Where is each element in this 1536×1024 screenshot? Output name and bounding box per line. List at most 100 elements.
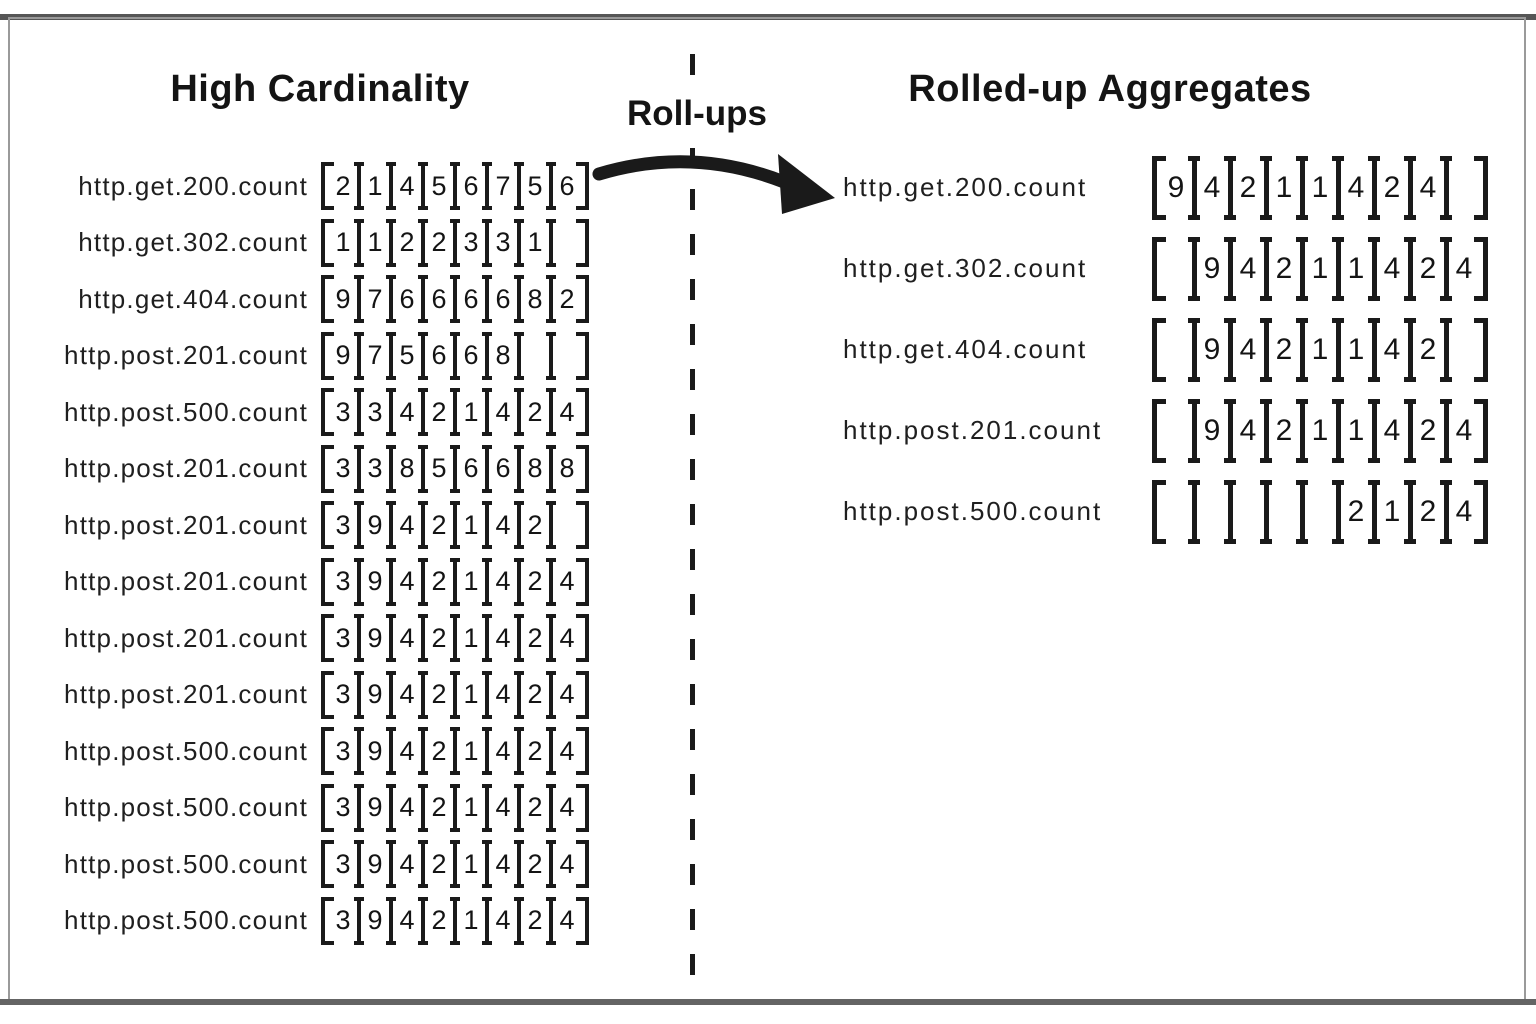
metric-label: http.get.404.count	[843, 334, 1088, 364]
tick-divider-icon	[384, 388, 398, 437]
tick-divider-icon	[448, 501, 462, 550]
timeseries-cell	[1202, 480, 1222, 544]
strip-bracket-left-icon	[321, 670, 334, 719]
timeseries-cell: 4	[495, 905, 511, 936]
tick-divider-icon	[1402, 236, 1418, 301]
strip-bracket-right-icon	[1474, 155, 1488, 220]
strip-bracket-right-icon	[576, 840, 589, 889]
timeseries-cell: 2	[431, 566, 447, 597]
timeseries-cell	[558, 332, 576, 380]
timeseries-cell: 4	[399, 735, 415, 766]
tick-divider-icon	[1222, 155, 1238, 220]
tick-divider-icon	[544, 614, 558, 663]
timeseries-cell: 1	[463, 396, 479, 427]
timeseries-cell: 2	[1419, 494, 1437, 528]
tick-divider-icon	[544, 783, 558, 832]
timeseries-cell: 6	[431, 283, 447, 314]
tick-divider-icon	[1402, 155, 1418, 220]
timeseries-cell: 4	[1347, 170, 1365, 204]
timeseries-cell: 2	[527, 509, 543, 540]
timeseries-cell: 2	[527, 735, 543, 766]
tick-divider-icon	[416, 218, 430, 267]
tick-divider-icon	[1438, 479, 1454, 544]
timeseries-cell	[1166, 318, 1186, 382]
timeseries-cell: 1	[367, 170, 383, 201]
timeseries-cell	[1166, 399, 1186, 463]
timeseries-cell: 2	[431, 735, 447, 766]
timeseries-cell: 3	[495, 227, 511, 258]
tick-divider-icon	[416, 444, 430, 493]
timeseries-cell: 1	[1311, 251, 1329, 285]
timeseries-cell: 2	[431, 622, 447, 653]
timeseries-cell: 5	[431, 170, 447, 201]
timeseries-cell: 4	[559, 396, 575, 427]
tick-divider-icon	[416, 783, 430, 832]
timeseries-cell: 9	[367, 566, 383, 597]
tick-divider-icon	[1402, 317, 1418, 382]
timeseries-cell: 2	[1239, 170, 1257, 204]
tick-divider-icon	[1402, 398, 1418, 463]
timeseries-cell: 3	[335, 792, 351, 823]
timeseries-cell: 1	[367, 227, 383, 258]
tick-divider-icon	[1258, 398, 1274, 463]
tick-divider-icon	[352, 444, 366, 493]
tick-divider-icon	[512, 557, 526, 606]
timeseries-cell: 9	[335, 340, 351, 371]
rollups-label: Roll-ups	[607, 92, 787, 148]
timeseries-cell: 2	[431, 396, 447, 427]
tick-divider-icon	[416, 670, 430, 719]
tick-divider-icon	[480, 275, 494, 324]
timeseries-cell: 2	[431, 509, 447, 540]
timeseries-cell: 4	[399, 792, 415, 823]
timeseries-cell	[526, 332, 544, 380]
timeseries-cell: 1	[1347, 413, 1365, 447]
metric-label: http.post.201.count	[64, 566, 308, 597]
tick-divider-icon	[544, 670, 558, 719]
tick-divider-icon	[384, 783, 398, 832]
tick-divider-icon	[1222, 236, 1238, 301]
timeseries-cell: 4	[399, 905, 415, 936]
tick-divider-icon	[352, 557, 366, 606]
tick-divider-icon	[512, 218, 526, 267]
timeseries-cell: 9	[367, 622, 383, 653]
tick-divider-icon	[480, 783, 494, 832]
timeseries-cell: 2	[527, 792, 543, 823]
timeseries-cell: 1	[1275, 170, 1293, 204]
tick-divider-icon	[480, 162, 494, 211]
tick-divider-icon	[416, 840, 430, 889]
timeseries-cell: 4	[495, 566, 511, 597]
timeseries-cell: 1	[335, 227, 351, 258]
timeseries-cell: 4	[559, 848, 575, 879]
timeseries-cell: 4	[559, 905, 575, 936]
strip-bracket-right-icon	[576, 727, 589, 776]
tick-divider-icon	[384, 331, 398, 380]
timeseries-cell: 3	[367, 396, 383, 427]
timeseries-cell: 5	[399, 340, 415, 371]
timeseries-cell: 1	[463, 792, 479, 823]
strip-bracket-left-icon	[1152, 155, 1166, 220]
tick-divider-icon	[512, 727, 526, 776]
timeseries-cell: 6	[463, 453, 479, 484]
strip-bracket-right-icon	[576, 444, 589, 493]
timeseries-cell	[1454, 318, 1474, 382]
tick-divider-icon	[512, 444, 526, 493]
timeseries-cell: 7	[367, 283, 383, 314]
timeseries-cell: 1	[1383, 494, 1401, 528]
strip-bracket-left-icon	[321, 388, 334, 437]
timeseries-cell: 7	[495, 170, 511, 201]
timeseries-cell: 4	[399, 679, 415, 710]
metric-label: http.post.201.count	[64, 622, 308, 653]
tick-divider-icon	[544, 275, 558, 324]
tick-divider-icon	[384, 727, 398, 776]
tick-divider-icon	[544, 388, 558, 437]
strip-bracket-right-icon	[1474, 236, 1488, 301]
timeseries-cell: 1	[1347, 332, 1365, 366]
